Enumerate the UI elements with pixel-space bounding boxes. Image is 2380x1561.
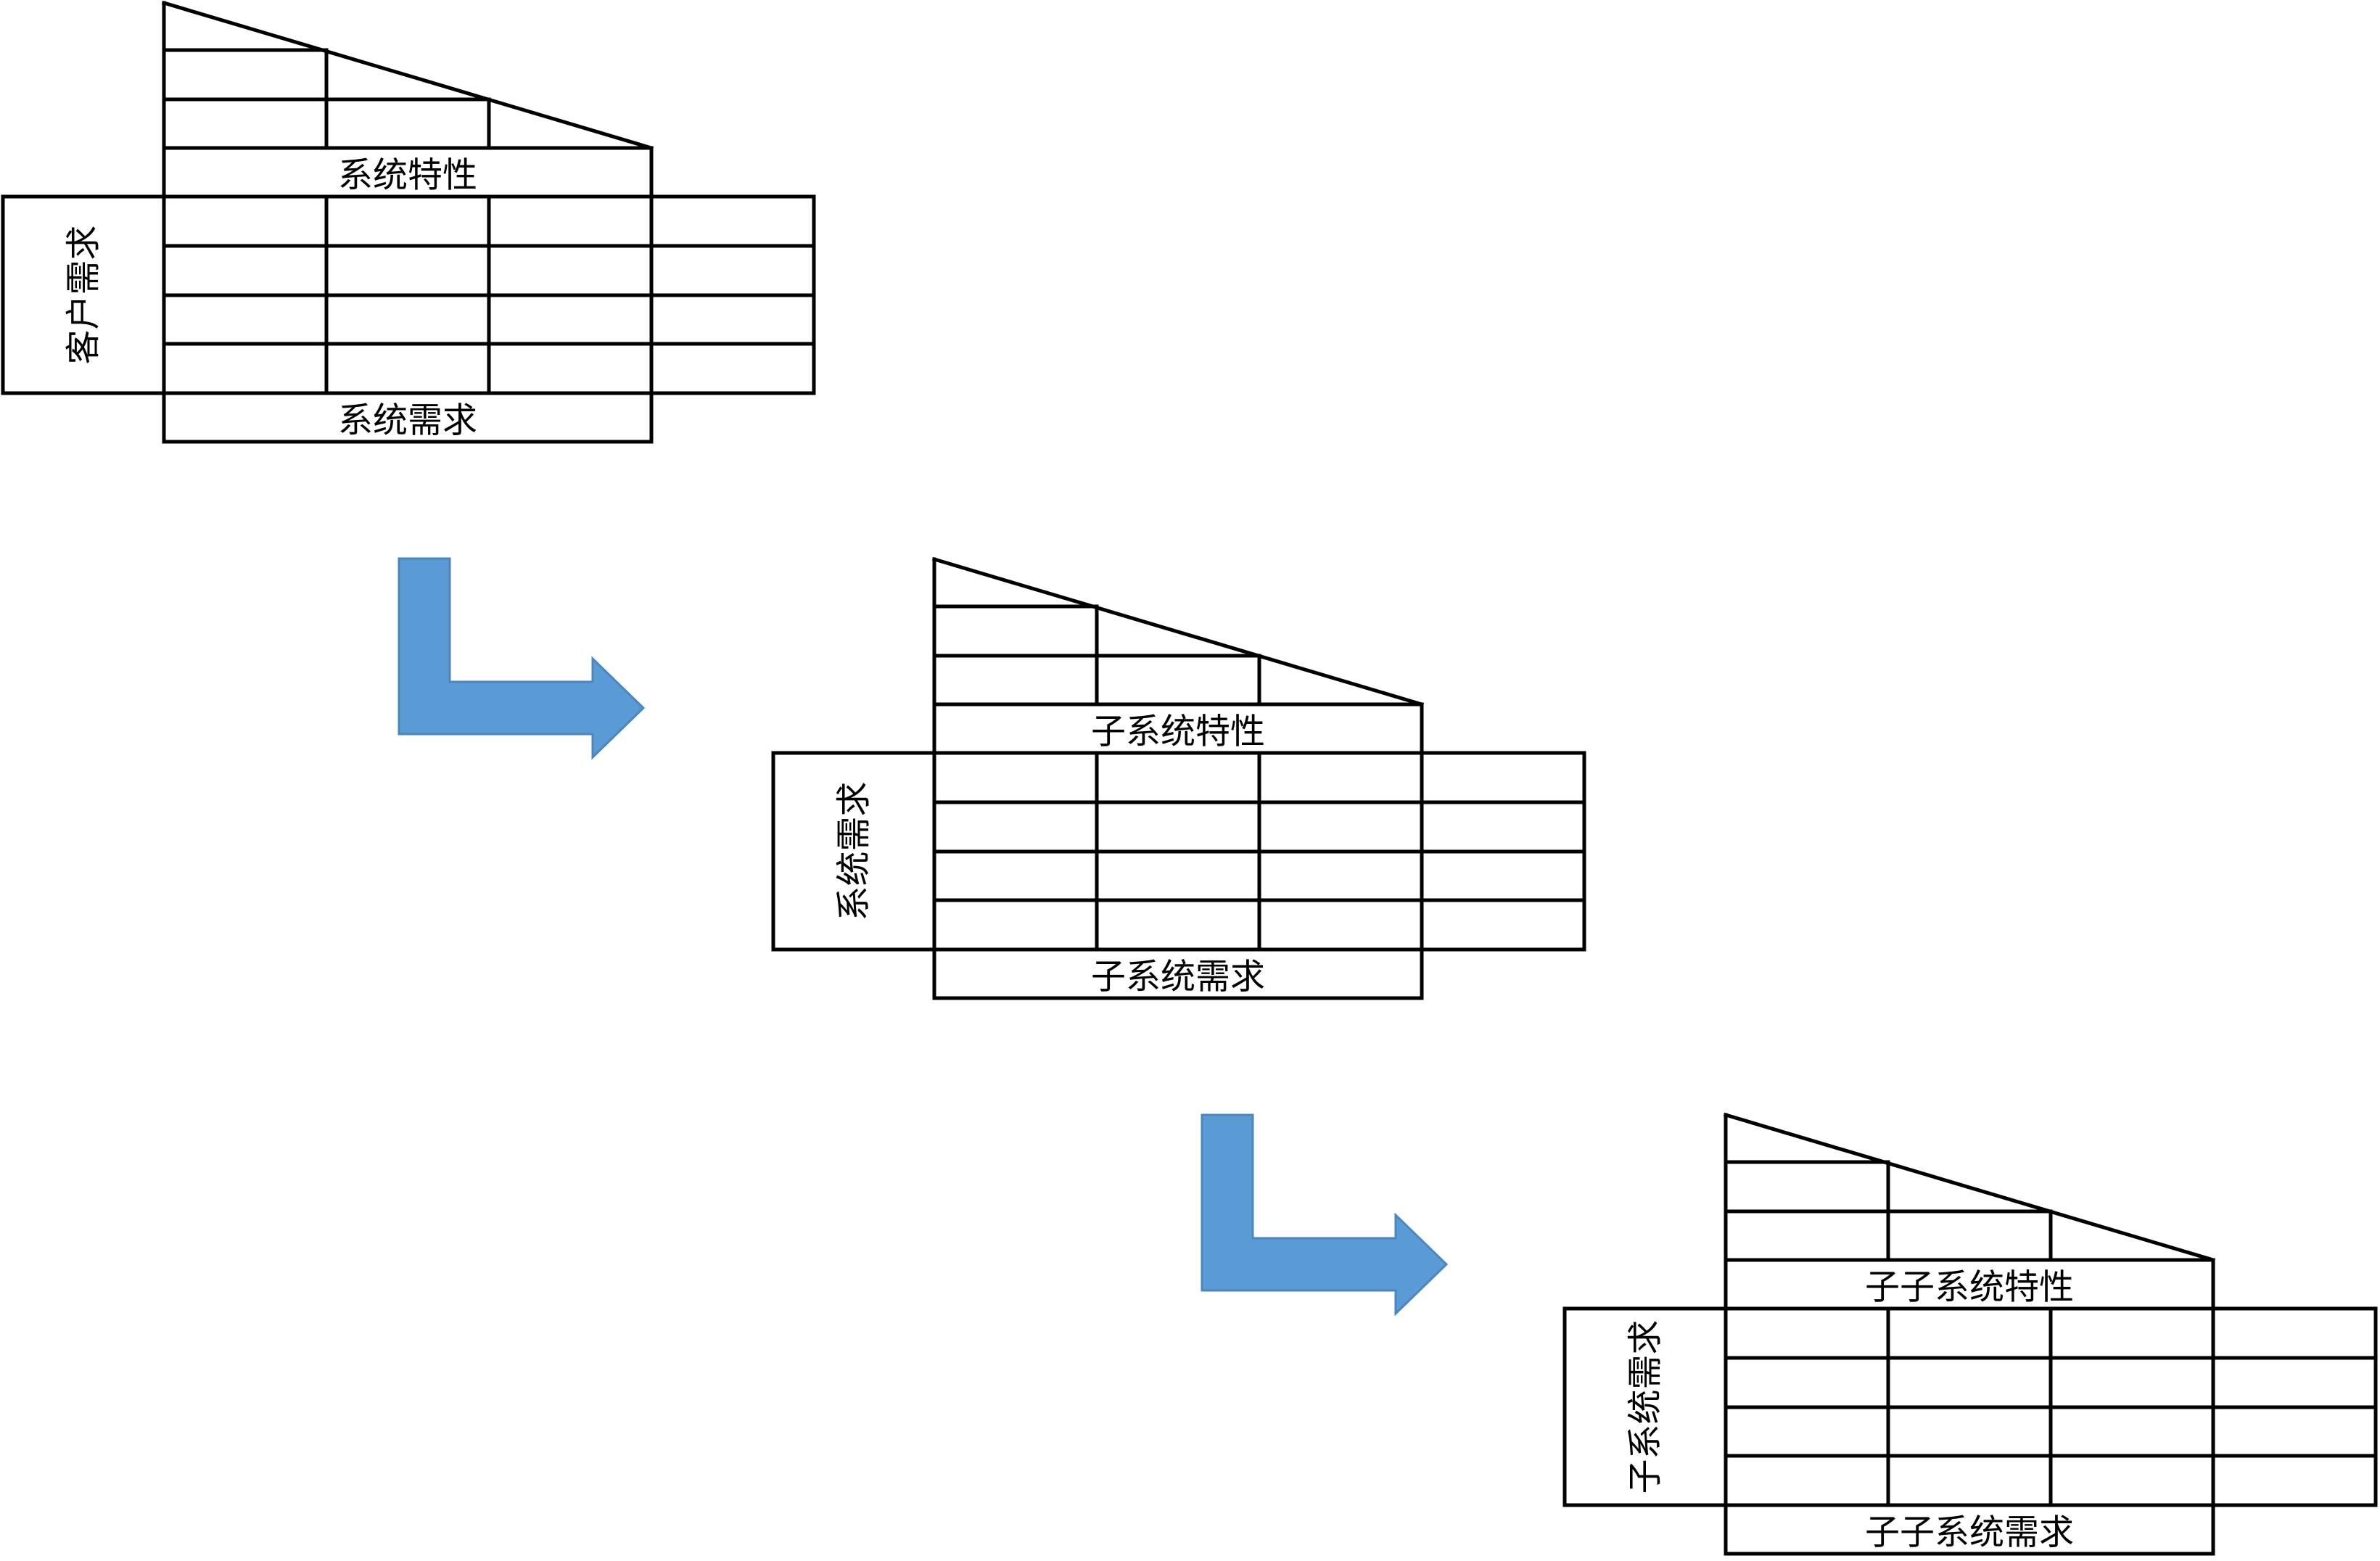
roof-diagonal: [931, 556, 1425, 707]
bottom-label: 子系统需求: [1091, 957, 1265, 997]
roof-diagonal: [161, 0, 654, 151]
roof-label: 子子系统特性: [1865, 1267, 2074, 1308]
bottom-label: 子子系统需求: [1865, 1512, 2074, 1553]
bottom-label: 系统需求: [338, 400, 477, 441]
left-label: 系统需求: [833, 781, 874, 920]
roof-diagonal: [1723, 1112, 2216, 1263]
roof-label: 系统特性: [338, 155, 477, 196]
left-label: 子系统需求: [1625, 1319, 1665, 1494]
roof-label: 子系统特性: [1091, 712, 1265, 752]
bent-arrow-right-icon: [398, 557, 646, 760]
bent-arrow-right-icon: [1201, 1113, 1449, 1317]
left-label: 客户需求: [63, 225, 104, 364]
